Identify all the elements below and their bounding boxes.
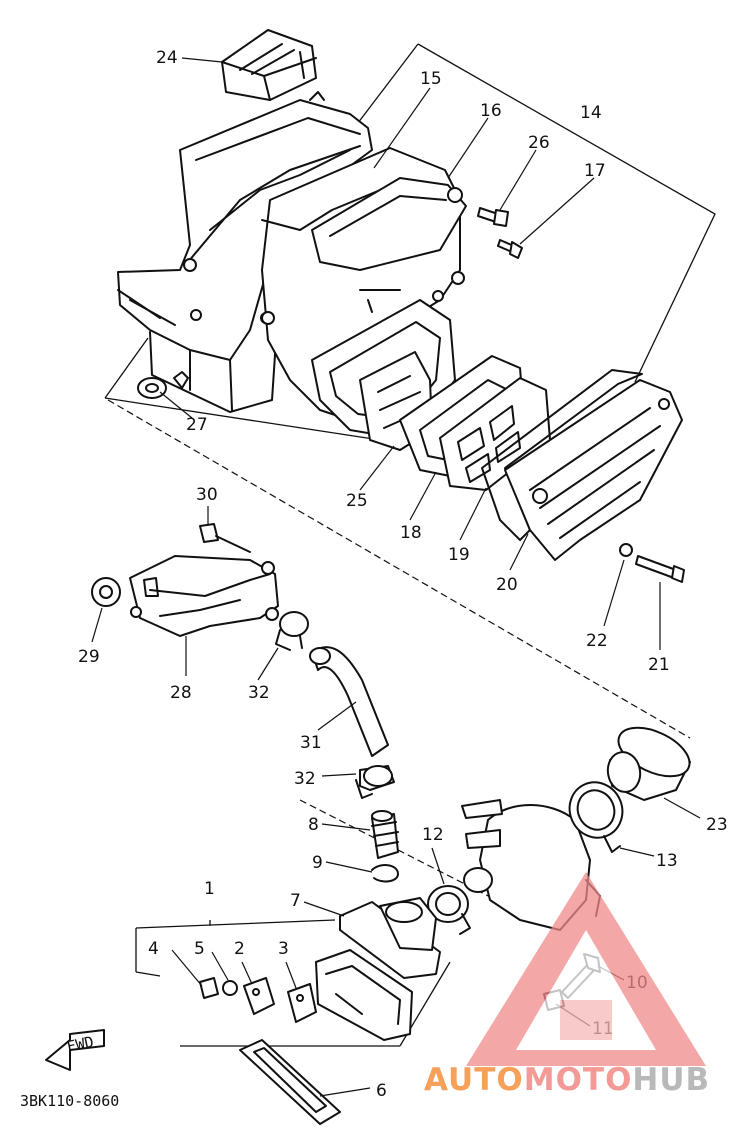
callout-14: 14 — [580, 103, 602, 123]
callout-30: 30 — [196, 485, 218, 505]
callout-31: 31 — [300, 733, 322, 753]
callout-16: 16 — [480, 101, 502, 121]
part-reed-valve — [315, 949, 413, 1041]
part-screw-4 — [199, 977, 219, 999]
part-clamp-13 — [568, 781, 624, 853]
callout-3: 3 — [278, 939, 289, 959]
part-washer-22 — [619, 543, 633, 557]
part-gasket-20 — [481, 369, 643, 541]
callout-23: 23 — [706, 815, 728, 835]
callout-32b: 32 — [294, 769, 316, 789]
part-screw-30 — [199, 523, 251, 553]
watermark-logo-icon — [466, 872, 706, 1066]
callout-24: 24 — [156, 48, 178, 68]
part-bolt-26 — [477, 207, 509, 227]
callout-7: 7 — [290, 891, 301, 911]
part-grommet-27 — [137, 371, 189, 399]
fwd-label: FWD — [65, 1033, 95, 1056]
callout-labels: 24 15 16 14 26 17 27 25 18 19 20 30 22 2… — [20, 48, 728, 1110]
callout-17: 17 — [584, 161, 606, 181]
watermark-auto: AUTO — [424, 1062, 524, 1098]
callout-22: 22 — [586, 631, 608, 651]
watermark-moto: MOTO — [523, 1062, 633, 1098]
callout-2: 2 — [234, 939, 245, 959]
callout-1: 1 — [204, 879, 215, 899]
dashed-centerline — [107, 399, 691, 739]
part-washer-5 — [222, 980, 238, 996]
part-reed-3 — [287, 983, 317, 1023]
watermark-text: AUTOMOTOHUB — [424, 1062, 749, 1100]
assembly-bracket-1 — [135, 919, 451, 1047]
part-clamp-32-lower — [355, 765, 395, 799]
callout-13: 13 — [656, 851, 678, 871]
dashed-line-hose — [299, 799, 556, 931]
callout-25: 25 — [346, 491, 368, 511]
part-gasket-6 — [239, 1039, 341, 1125]
part-breather-8 — [371, 810, 399, 859]
callout-19: 19 — [448, 545, 470, 565]
callout-4: 4 — [148, 939, 159, 959]
part-clamp-32-upper — [275, 611, 309, 651]
part-reed-seat-7 — [339, 897, 441, 979]
part-reed-2 — [243, 977, 275, 1015]
watermark-hub: HUB — [632, 1062, 711, 1098]
callout-27: 27 — [186, 415, 208, 435]
assembly-bracket-14 — [104, 43, 716, 441]
diagram-code: 3BK110-8060 — [20, 1092, 119, 1110]
part-clip-9 — [371, 864, 399, 883]
callout-18: 18 — [400, 523, 422, 543]
callout-32a: 32 — [248, 683, 270, 703]
part-air-cleaner-cap-14 — [504, 379, 683, 561]
callout-28: 28 — [170, 683, 192, 703]
part-air-cleaner-case — [117, 91, 373, 413]
part-cover-28 — [129, 555, 279, 637]
callout-12: 12 — [422, 825, 444, 845]
callout-20: 20 — [496, 575, 518, 595]
callout-8: 8 — [308, 815, 319, 835]
callout-29: 29 — [78, 647, 100, 667]
callout-5: 5 — [194, 939, 205, 959]
part-bolt-21 — [635, 555, 685, 583]
part-cover-16 — [311, 177, 467, 271]
callout-9: 9 — [312, 853, 323, 873]
part-vent-cap-24 — [221, 29, 317, 101]
fwd-arrow-icon: FWD — [45, 1029, 105, 1071]
part-hose-31 — [309, 646, 389, 757]
part-screw-17 — [497, 239, 523, 259]
part-joint-23 — [606, 726, 691, 801]
callout-21: 21 — [648, 655, 670, 675]
callout-15: 15 — [420, 69, 442, 89]
part-carburetor-body — [461, 799, 601, 931]
callout-26: 26 — [528, 133, 550, 153]
part-clamp-12 — [427, 885, 471, 935]
callout-6: 6 — [376, 1081, 387, 1101]
part-grommet-29 — [91, 577, 121, 607]
